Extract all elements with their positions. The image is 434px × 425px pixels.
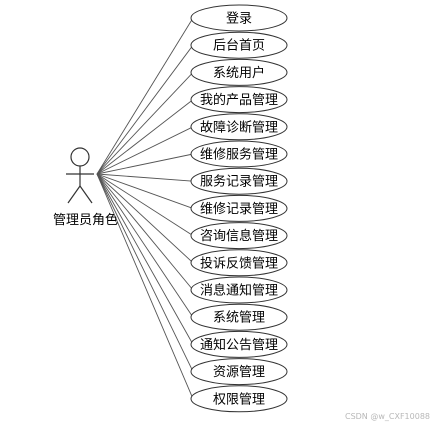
use-case-ellipse	[190, 86, 288, 114]
association-line	[96, 173, 194, 209]
use-case: 登录	[190, 4, 288, 32]
use-case-ellipse	[190, 249, 288, 277]
use-case-ellipse	[190, 31, 288, 59]
use-case: 权限管理	[190, 385, 288, 413]
use-case-label: 维修记录管理	[200, 202, 278, 217]
use-case-label: 服务记录管理	[200, 174, 278, 190]
use-case: 通知公告管理	[190, 330, 288, 358]
use-case-list: 登录后台首页系统用户我的产品管理故障诊断管理维修服务管理服务记录管理维修记录管理…	[190, 4, 288, 413]
actor-label: 管理员角色	[53, 212, 118, 228]
use-case: 咨询信息管理	[190, 222, 288, 250]
use-case-ellipse	[190, 113, 288, 141]
use-case-label: 维修服务管理	[200, 147, 278, 163]
use-case-ellipse	[190, 58, 288, 86]
use-case: 资源管理	[190, 358, 288, 386]
association-line	[96, 173, 194, 182]
use-case: 维修记录管理	[190, 194, 288, 222]
use-case-ellipse	[190, 194, 288, 222]
use-case-label: 咨询信息管理	[200, 228, 278, 244]
use-case-label: 系统用户	[213, 65, 265, 81]
use-case-label: 登录	[226, 12, 252, 27]
use-case-ellipse	[190, 385, 288, 413]
use-case-ellipse	[190, 222, 288, 250]
use-case-label: 投诉反馈管理	[200, 255, 278, 271]
association-line	[96, 173, 194, 318]
association-line	[96, 173, 194, 236]
association-line	[96, 44, 194, 175]
association-line	[96, 173, 194, 291]
use-case-ellipse	[190, 140, 288, 168]
use-case-label: 资源管理	[213, 365, 265, 380]
use-case-label: 消息通知管理	[200, 283, 278, 299]
use-case: 后台首页	[190, 31, 288, 59]
association-lines	[96, 17, 194, 399]
association-line	[96, 17, 194, 175]
actor-right-leg	[79, 185, 93, 204]
use-case-label: 故障诊断管理	[200, 120, 278, 135]
use-case-label: 权限管理	[213, 391, 265, 407]
association-line	[96, 173, 194, 399]
use-case-label: 后台首页	[213, 39, 265, 54]
use-case-ellipse	[190, 167, 288, 195]
actor-head	[70, 147, 90, 167]
use-case-ellipse	[190, 4, 288, 32]
use-case: 投诉反馈管理	[190, 249, 288, 277]
use-case-ellipse	[190, 358, 288, 386]
watermark: CSDN @w_CXF10088	[344, 412, 430, 421]
use-case: 系统管理	[190, 303, 288, 331]
association-line	[96, 153, 194, 175]
association-line	[96, 99, 194, 175]
use-case: 服务记录管理	[190, 167, 288, 195]
actor-left-leg	[67, 185, 81, 204]
association-line	[96, 72, 194, 175]
use-case: 消息通知管理	[190, 276, 288, 304]
association-line	[96, 173, 194, 264]
use-case: 维修服务管理	[190, 140, 288, 168]
association-line	[96, 173, 194, 372]
use-case: 我的产品管理	[190, 86, 288, 114]
association-line	[96, 173, 194, 345]
use-case-label: 通知公告管理	[200, 337, 278, 353]
use-case-ellipse	[190, 330, 288, 358]
use-case-label: 系统管理	[213, 311, 265, 326]
use-case-label: 我的产品管理	[200, 92, 278, 108]
use-case-ellipse	[190, 303, 288, 331]
association-line	[96, 126, 194, 175]
use-case-ellipse	[190, 276, 288, 304]
actor-stick-figure: 管理员角色	[53, 147, 118, 228]
use-case: 故障诊断管理	[190, 113, 288, 141]
use-case: 系统用户	[190, 58, 288, 86]
